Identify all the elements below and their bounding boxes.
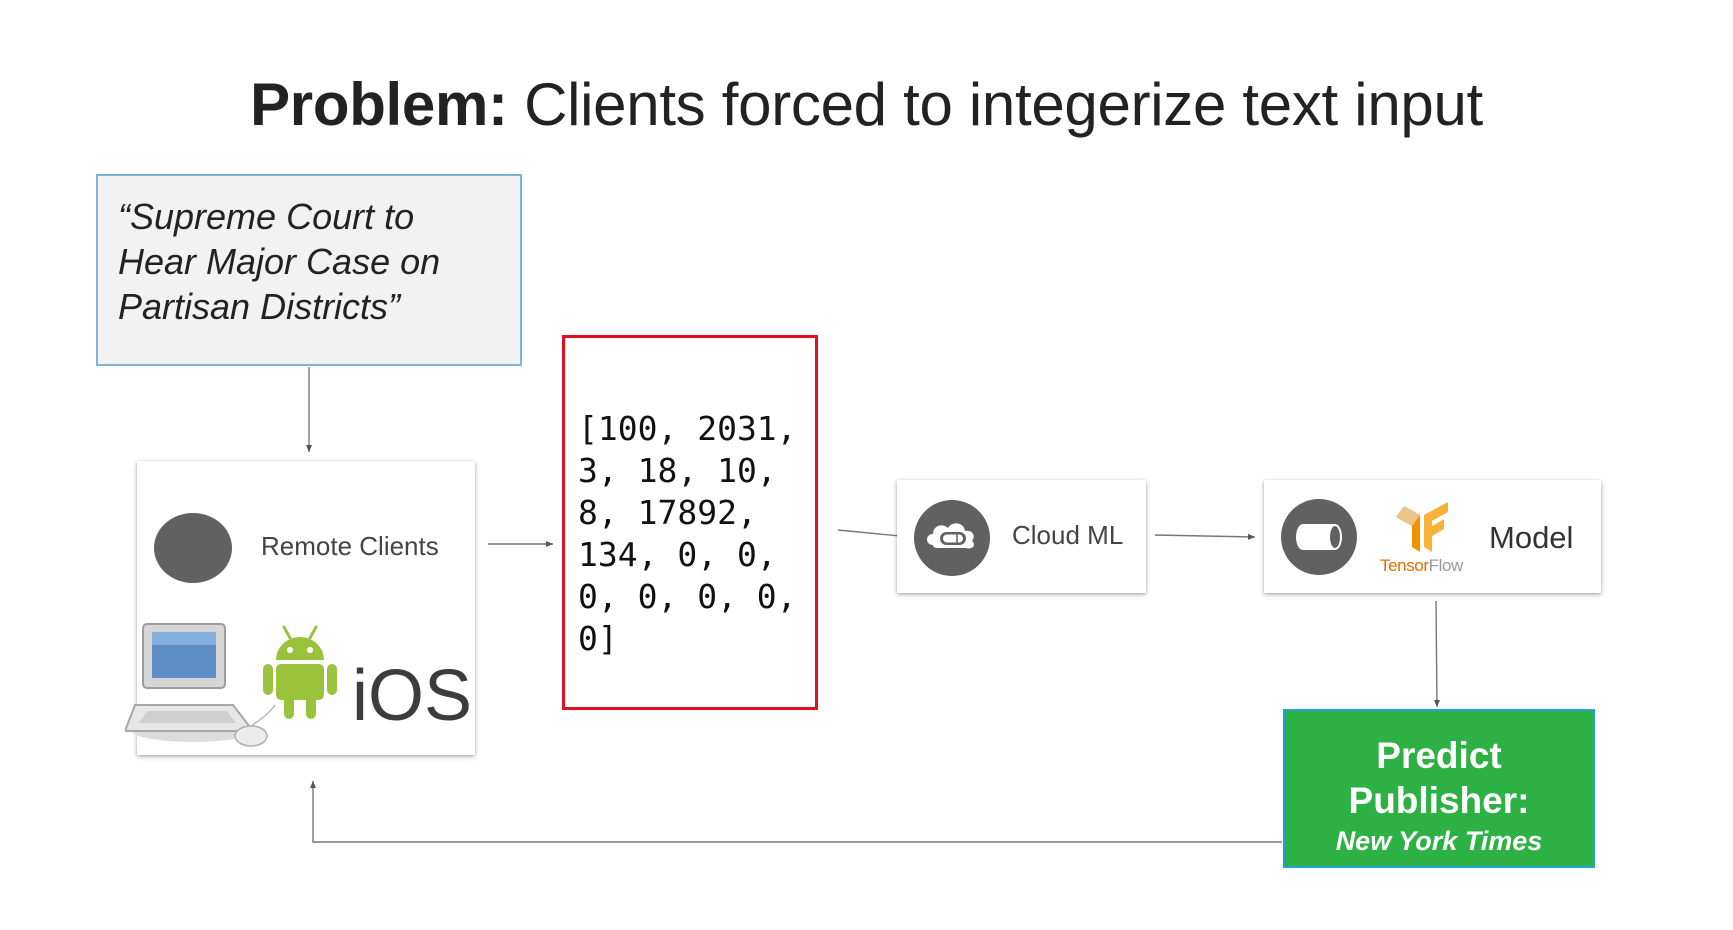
cloud-ml-card: Cloud ML (897, 480, 1146, 593)
slide-title: Problem: Clients forced to integerize te… (0, 70, 1733, 139)
arrow-model-to-prediction (1433, 600, 1440, 708)
integer-vector-box: [100, 2031, 3, 18, 10, 8, 17892, 134, 0,… (562, 335, 818, 710)
arrow-prediction-to-clients (310, 781, 1282, 843)
prediction-line-1: Predict (1376, 735, 1502, 776)
tensorflow-logo-text-b: Flow (1428, 556, 1464, 575)
prediction-line-2: Publisher: (1348, 780, 1530, 821)
tensorflow-logo-text-a: Tensor (1380, 556, 1429, 575)
title-rest: Clients forced to integerize text input (507, 71, 1483, 138)
model-card: TensorFlow Model (1264, 480, 1601, 593)
ios-logo: iOS (352, 656, 473, 736)
tensorflow-logo-text: TensorFlow (1380, 556, 1463, 576)
cloud-ml-icon (914, 500, 990, 576)
input-text-box: “Supreme Court to Hear Major Case on Par… (96, 174, 522, 366)
laptop-icon (125, 623, 276, 747)
model-label: Model (1489, 520, 1574, 555)
prediction-box: Predict Publisher: New York Times (1283, 709, 1595, 868)
cloud-ml-label: Cloud ML (1012, 520, 1124, 550)
remote-clients-card: Remote Clients iOS (125, 461, 475, 755)
storage-icon (1281, 499, 1357, 575)
arrow-cloudml-to-model (1154, 533, 1256, 540)
remote-clients-label: Remote Clients (261, 531, 439, 561)
android-icon (263, 625, 337, 719)
title-bold-part: Problem: (250, 71, 508, 138)
remote-clients-icon (154, 513, 232, 583)
tensorflow-logo-icon (1396, 502, 1448, 552)
prediction-value: New York Times (1335, 826, 1543, 856)
